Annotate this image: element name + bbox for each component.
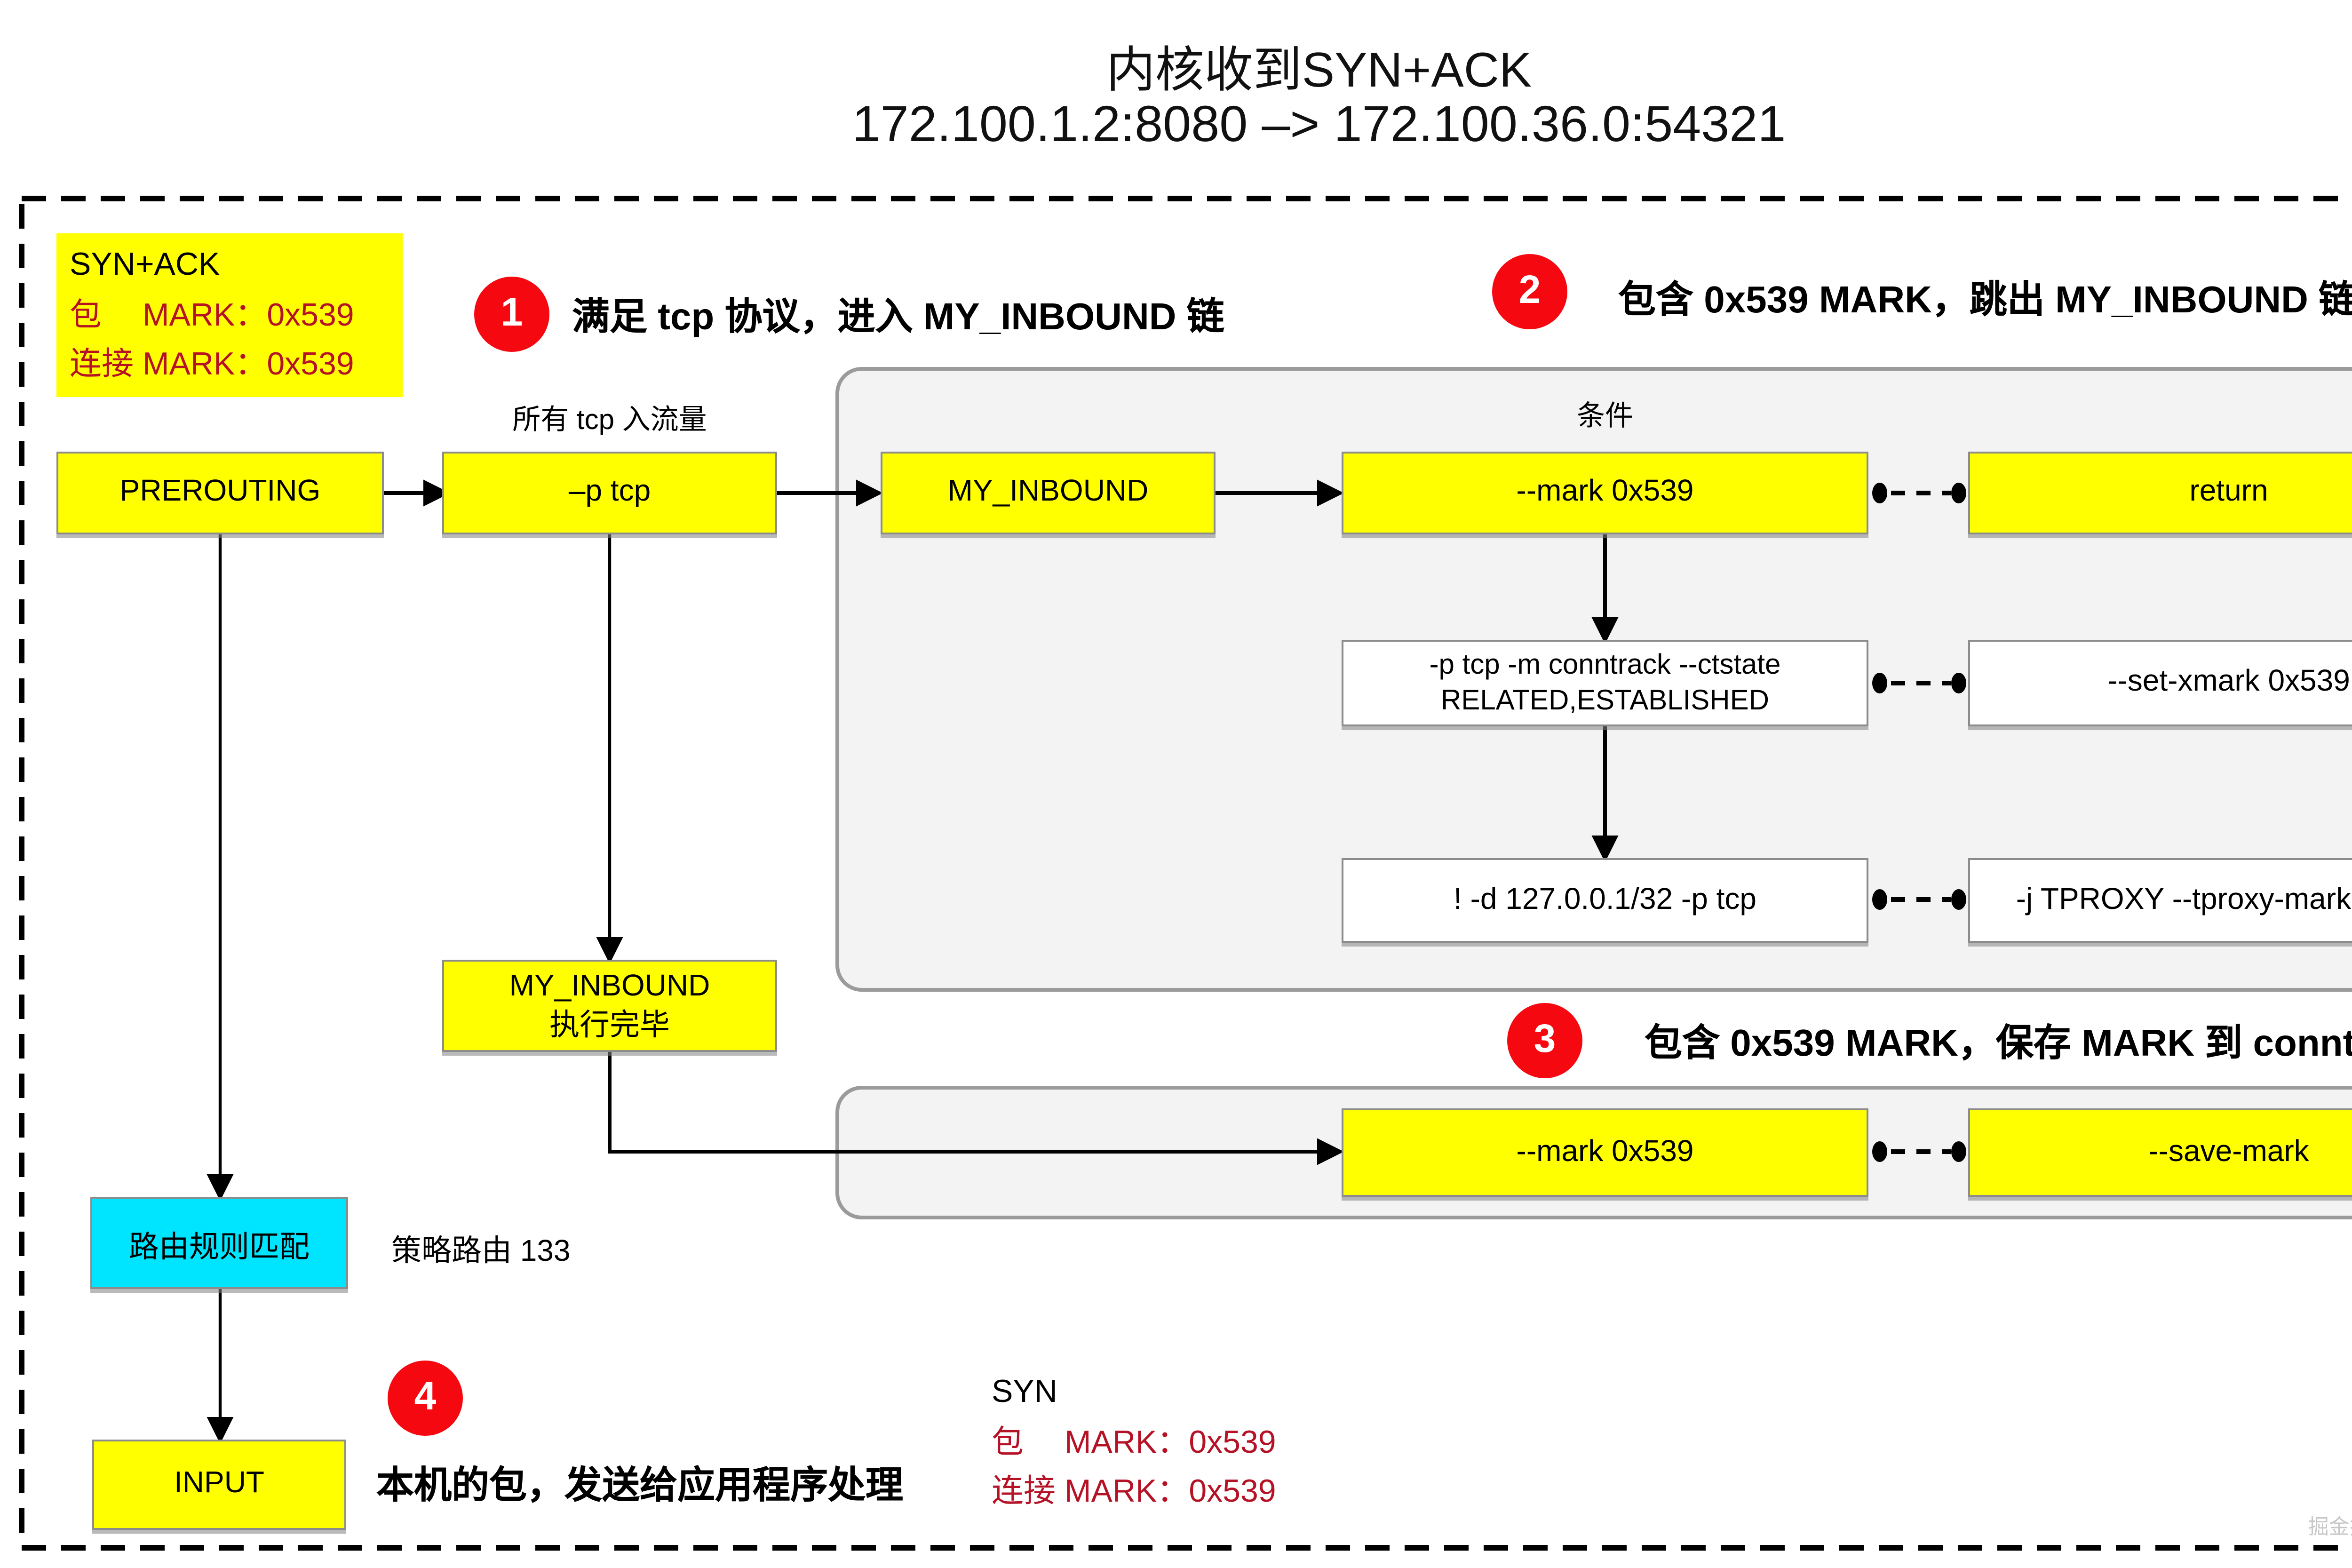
node-label-line: RELATED,ESTABLISHED: [1441, 685, 1769, 717]
node-my-inbound: MY_INBOUND: [881, 452, 1216, 534]
node-conntrack-ctstate: -p tcp -m conntrack --ctstate RELATED,ES…: [1342, 640, 1868, 726]
page-title: 内核收到SYN+ACK: [1106, 41, 1532, 98]
legend-out-flags: SYN: [992, 1374, 1057, 1409]
step-badge-4: 4: [388, 1361, 463, 1436]
packet-state-legend-out: SYN 包 MARK：0x539 连接 MARK：0x539: [992, 1368, 1276, 1518]
node-mark-check: --mark 0x539: [1342, 452, 1868, 534]
node-label-line: MY_INBOUND: [509, 970, 710, 1002]
step-badge-3: 3: [1507, 1003, 1582, 1078]
node-return: return: [1968, 452, 2352, 534]
label-condition: 条件: [1576, 401, 1633, 433]
step-text-2: 包含 0x539 MARK，跳出 MY_INBOUND 链: [1618, 280, 2352, 322]
legend-in-flags: SYN+ACK: [70, 247, 220, 282]
node-route-rule-match: 路由规则匹配: [90, 1197, 348, 1289]
diagram-dashed-border: [19, 196, 2352, 1551]
legend-in-conn-mark: 连接 MARK：0x539: [70, 346, 354, 382]
node-my-inbound-done: MY_INBOUND 执行完毕: [442, 960, 777, 1052]
node-tproxy: -j TPROXY --tproxy-mark 0x539: [1968, 858, 2352, 943]
label-policy-route: 策略路由 133: [391, 1236, 571, 1268]
step-text-3: 包含 0x539 MARK，保存 MARK 到 conntrack: [1645, 1024, 2352, 1065]
node-not-localhost: ! -d 127.0.0.1/32 -p tcp: [1342, 858, 1868, 943]
node-prerouting: PREROUTING: [56, 452, 384, 534]
step-badge-1: 1: [474, 277, 549, 352]
step-text-4: 本机的包，发送给应用程序处理: [376, 1466, 903, 1507]
node-p-tcp: –p tcp: [442, 452, 777, 534]
node-label-line: 执行完毕: [549, 1010, 670, 1042]
watermark: 掘金技术社区 @ 挖坑的张师傅: [2308, 1517, 2352, 1539]
label-all-tcp-in: 所有 tcp 入流量: [512, 405, 707, 437]
packet-state-legend-in: SYN+ACK 包 MARK：0x539 连接 MARK：0x539: [56, 233, 403, 397]
node-set-xmark: --set-xmark 0x539: [1968, 640, 2352, 726]
step-badge-2: 2: [1492, 254, 1567, 329]
node-label-line: -p tcp -m conntrack --ctstate: [1429, 649, 1781, 681]
legend-out-packet-mark: 包 MARK：0x539: [992, 1424, 1276, 1459]
step-text-1: 满足 tcp 协议，进入 MY_INBOUND 链: [572, 297, 1224, 339]
node-mark-check-2: --mark 0x539: [1342, 1108, 1868, 1197]
legend-in-packet-mark: 包 MARK：0x539: [70, 296, 354, 332]
page-subtitle-addresses: 172.100.1.2:8080 –> 172.100.36.0:54321: [852, 96, 1786, 152]
node-save-mark: --save-mark: [1968, 1108, 2352, 1197]
legend-out-conn-mark: 连接 MARK：0x539: [992, 1473, 1276, 1509]
node-input: INPUT: [92, 1440, 346, 1530]
